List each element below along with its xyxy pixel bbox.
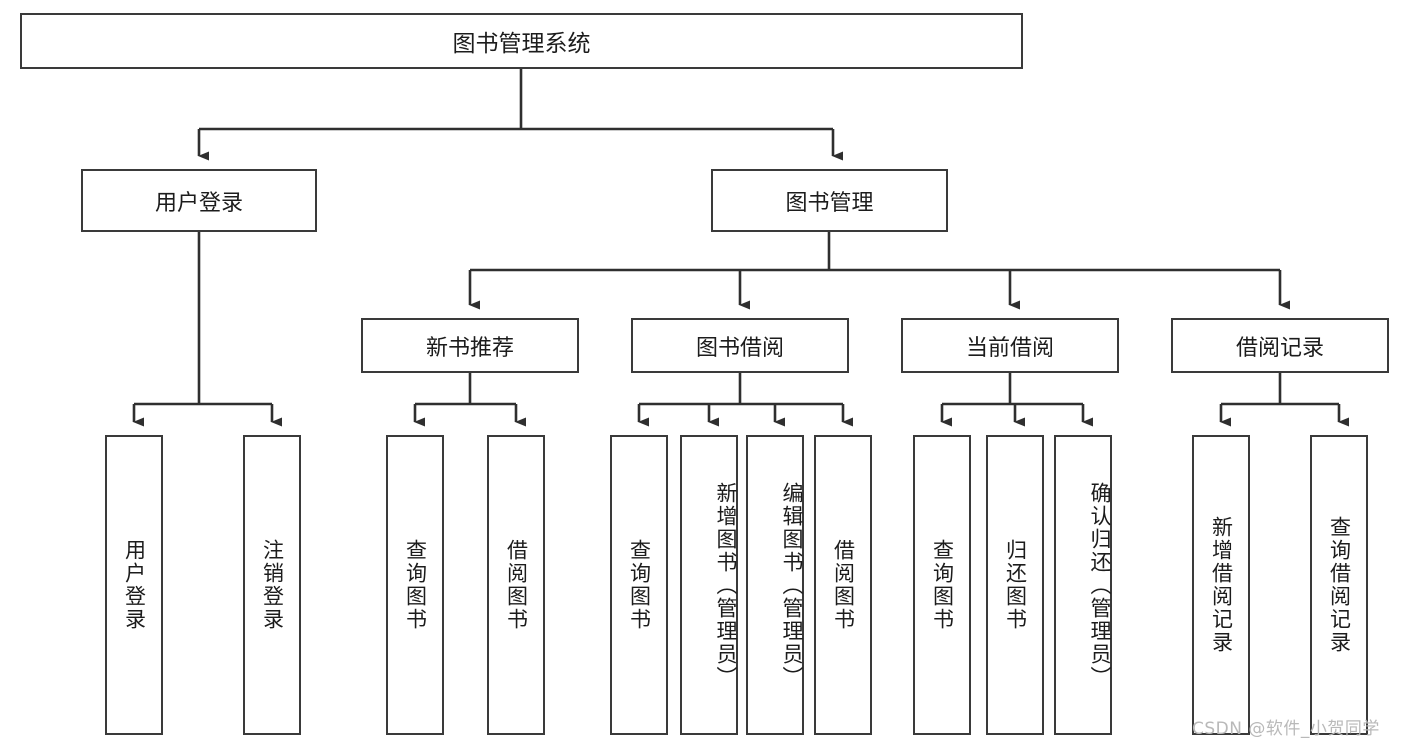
leaf-add-borrow-rec-label: 新增借阅记录	[1209, 516, 1234, 654]
node-root-label: 图书管理系统	[452, 31, 591, 57]
node-current-borrow[interactable]: 当前借阅	[901, 318, 1119, 373]
node-new-book-rec[interactable]: 新书推荐	[361, 318, 579, 373]
leaf-borrow-book-2[interactable]: 借阅图书	[814, 435, 872, 735]
leaf-user-login[interactable]: 用户登录	[105, 435, 163, 735]
leaf-borrow-book-1[interactable]: 借阅图书	[487, 435, 545, 735]
leaf-add-book-admin[interactable]: 新增图书（管理员）	[680, 435, 738, 735]
leaf-edit-book-admin-label: 编辑图书（管理员）	[780, 481, 804, 689]
leaf-query-book-2-label: 查询图书	[627, 539, 652, 631]
node-user-login[interactable]: 用户登录	[81, 169, 317, 232]
node-borrow-record[interactable]: 借阅记录	[1171, 318, 1389, 373]
node-current-borrow-label: 当前借阅	[965, 335, 1054, 361]
node-user-login-label: 用户登录	[154, 190, 243, 216]
leaf-return-book[interactable]: 归还图书	[986, 435, 1044, 735]
leaf-query-book-3[interactable]: 查询图书	[913, 435, 971, 735]
csdn-watermark: CSDN @软件_小贺同学	[1192, 719, 1380, 739]
leaf-borrow-book-1-label: 借阅图书	[504, 539, 529, 631]
leaf-confirm-return-label: 确认归还（管理员）	[1088, 481, 1112, 689]
leaf-query-book-1[interactable]: 查询图书	[386, 435, 444, 735]
leaf-borrow-book-2-label: 借阅图书	[831, 539, 856, 631]
leaf-add-book-admin-label: 新增图书（管理员）	[714, 481, 738, 689]
leaf-user-login-label: 用户登录	[122, 539, 147, 631]
node-book-borrow[interactable]: 图书借阅	[631, 318, 849, 373]
leaf-query-book-3-label: 查询图书	[930, 539, 955, 631]
leaf-query-book-2[interactable]: 查询图书	[610, 435, 668, 735]
leaf-query-borrow-rec[interactable]: 查询借阅记录	[1310, 435, 1368, 735]
leaf-query-book-1-label: 查询图书	[403, 539, 428, 631]
leaf-user-logout[interactable]: 注销登录	[243, 435, 301, 735]
leaf-add-borrow-rec[interactable]: 新增借阅记录	[1192, 435, 1250, 735]
leaf-edit-book-admin[interactable]: 编辑图书（管理员）	[746, 435, 804, 735]
leaf-query-borrow-rec-label: 查询借阅记录	[1327, 516, 1352, 654]
leaf-user-logout-label: 注销登录	[260, 539, 285, 631]
node-borrow-record-label: 借阅记录	[1235, 335, 1324, 361]
node-book-borrow-label: 图书借阅	[695, 335, 784, 361]
node-book-manage[interactable]: 图书管理	[711, 169, 948, 232]
node-book-manage-label: 图书管理	[785, 190, 874, 216]
leaf-return-book-label: 归还图书	[1003, 539, 1028, 631]
node-new-book-rec-label: 新书推荐	[425, 335, 514, 361]
node-root[interactable]: 图书管理系统	[20, 13, 1023, 69]
leaf-confirm-return[interactable]: 确认归还（管理员）	[1054, 435, 1112, 735]
